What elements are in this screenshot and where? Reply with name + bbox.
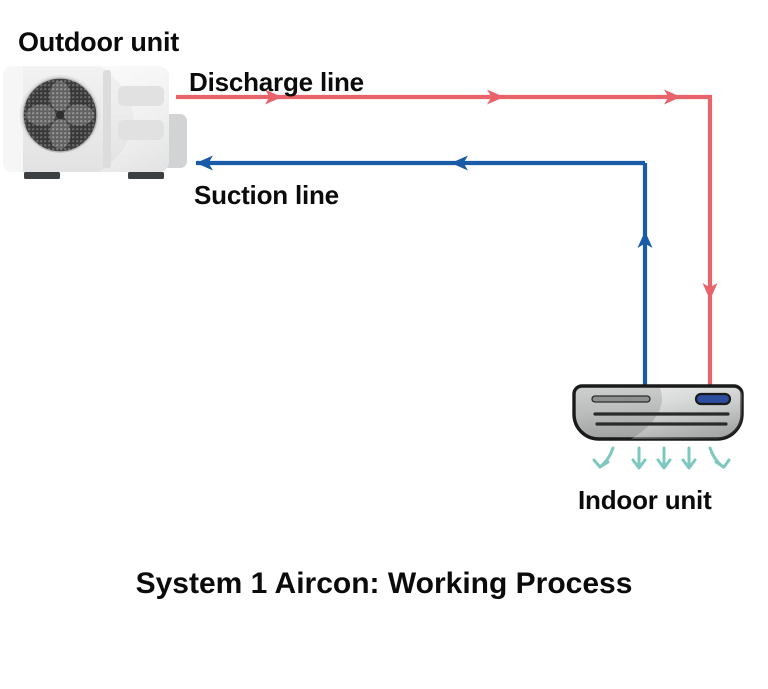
- outdoor-unit-foot-right: [128, 172, 164, 179]
- suction-arrow-2-icon: [451, 155, 468, 171]
- discharge-line-label: Discharge line: [189, 67, 364, 97]
- airflow-arrow-4-icon: [681, 446, 697, 470]
- discharge-arrow-3-icon: [664, 89, 681, 105]
- outdoor-unit-label: Outdoor unit: [18, 27, 180, 57]
- airflow-arrow-1-icon: [592, 446, 615, 469]
- indoor-unit-led-indicator: [694, 392, 732, 406]
- suction-line-label: Suction line: [194, 180, 339, 210]
- diagram-title: System 1 Aircon: Working Process: [135, 567, 633, 600]
- discharge-arrow-down-icon: [702, 283, 718, 300]
- discharge-line-stroke: [176, 94, 713, 300]
- outdoor-unit-left-bevel: [3, 66, 23, 172]
- suction-arrow-up-icon: [637, 231, 653, 248]
- fan-hub: [56, 111, 64, 119]
- indoor-unit-graphic: [572, 384, 744, 441]
- discharge-line-path: [176, 89, 718, 388]
- airflow-arrow-5-icon: [708, 446, 731, 469]
- outdoor-unit-graphic: [3, 66, 187, 179]
- outdoor-unit-divider: [103, 70, 111, 168]
- discharge-arrow-2-icon: [487, 89, 504, 105]
- airflow-arrow-3-icon: [656, 446, 672, 470]
- airflow-arrow-2-icon: [631, 446, 647, 470]
- outdoor-unit-slot-bottom: [118, 120, 164, 140]
- outdoor-fan-blades-group: [23, 78, 97, 152]
- discharge-arrow-1-icon: [265, 89, 282, 105]
- indoor-unit-label: Indoor unit: [578, 485, 712, 515]
- suction-arrow-1-icon: [196, 155, 213, 171]
- outdoor-unit-foot-left: [24, 172, 60, 179]
- suction-line-path: [196, 155, 653, 388]
- outdoor-fan-grille-outline: [22, 77, 98, 153]
- indoor-unit-vent-slot: [591, 395, 651, 403]
- indoor-airflow-arrows: [592, 446, 731, 470]
- outdoor-unit-slot-top: [118, 86, 164, 106]
